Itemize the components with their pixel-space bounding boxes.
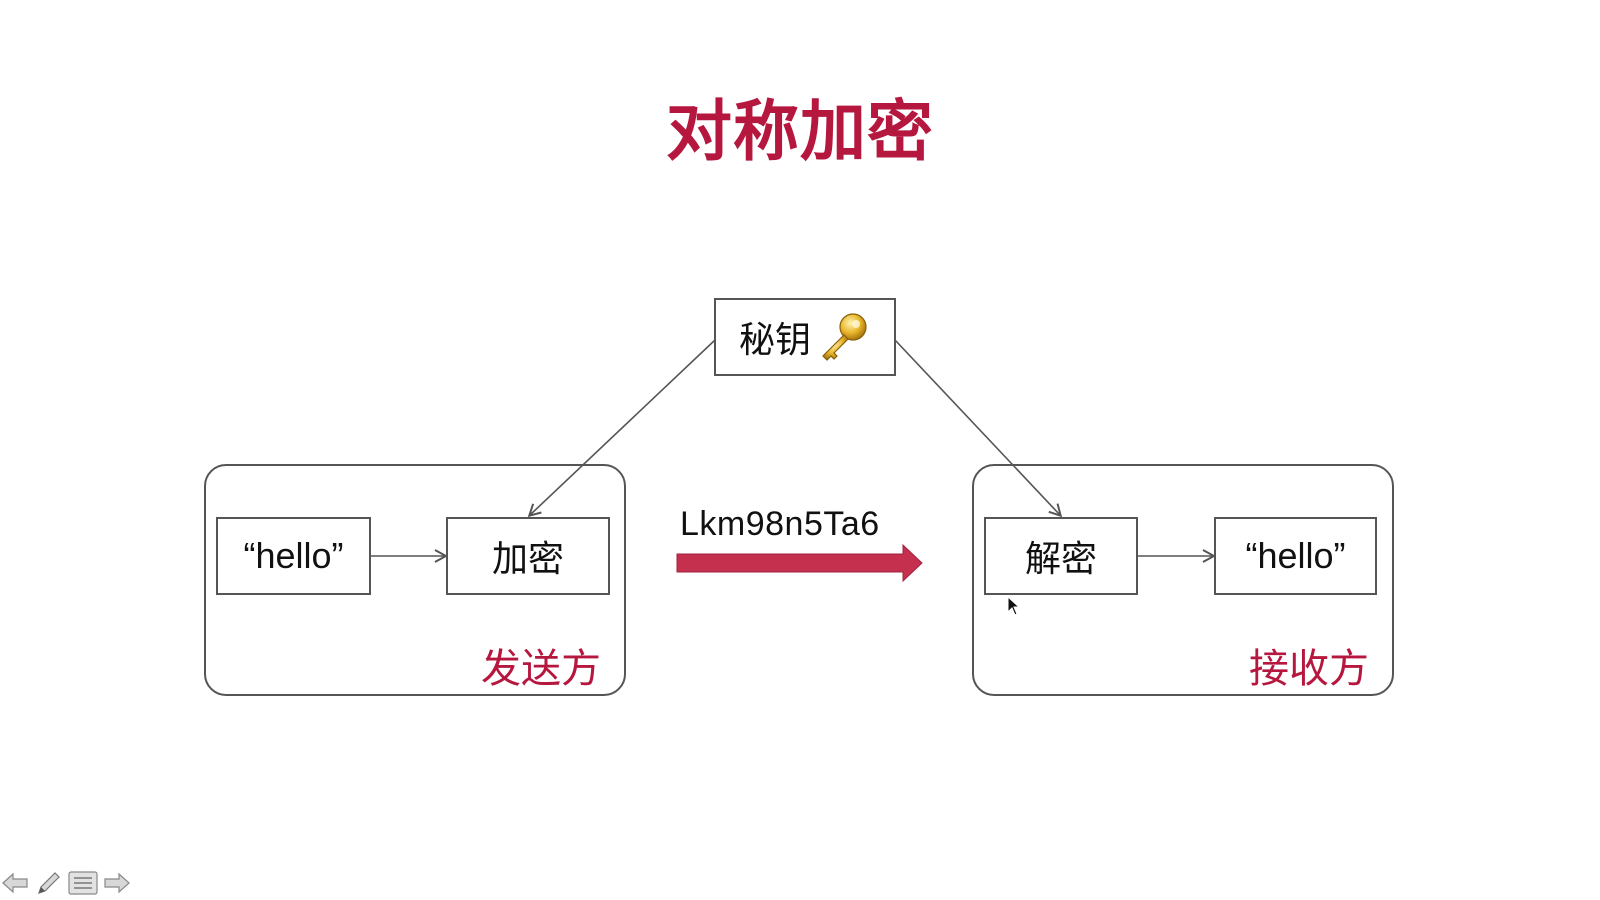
receiver-plaintext-box: “hello” xyxy=(1214,517,1377,595)
slide-toolbar xyxy=(0,868,132,898)
pen-icon[interactable] xyxy=(34,868,64,898)
back-arrow-icon[interactable] xyxy=(0,868,30,898)
encrypt-box: 加密 xyxy=(446,517,610,595)
ciphertext-label: Lkm98n5Ta6 xyxy=(680,505,880,543)
key-to-encrypt-line xyxy=(530,339,716,515)
mouse-cursor-icon xyxy=(1007,596,1021,616)
key-label: 秘钥 xyxy=(738,319,811,360)
receiver-label: 接收方 xyxy=(1249,647,1369,691)
decrypt-box: 解密 xyxy=(984,517,1138,595)
menu-icon[interactable] xyxy=(68,868,98,898)
sender-label: 发送方 xyxy=(481,647,601,691)
slide-title: 对称加密 xyxy=(666,94,934,168)
transmission-arrow xyxy=(676,543,923,583)
key-to-decrypt-line xyxy=(894,339,1060,515)
receiver-group xyxy=(972,464,1394,696)
key-box: 秘钥 xyxy=(714,298,896,376)
sender-group xyxy=(204,464,626,696)
sender-plaintext-box: “hello” xyxy=(216,517,371,595)
forward-arrow-icon[interactable] xyxy=(102,868,132,898)
key-icon xyxy=(822,313,867,361)
